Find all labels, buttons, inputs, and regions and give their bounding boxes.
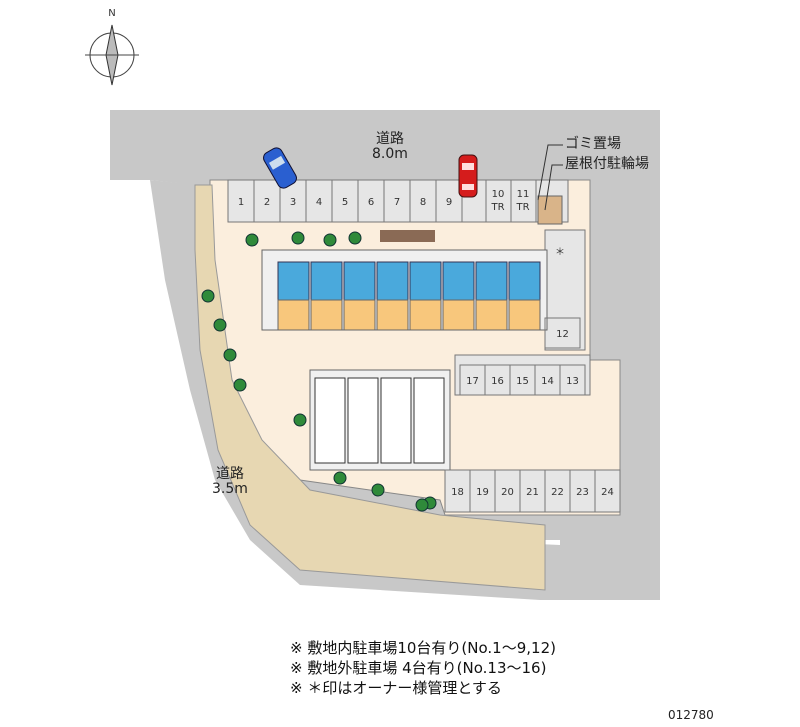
tree-icon xyxy=(233,378,247,392)
bicycle-shed xyxy=(380,230,435,242)
building-upper xyxy=(261,249,548,331)
parking-number: 15 xyxy=(516,376,529,387)
leader-garbage xyxy=(537,144,563,201)
parking-number: 1 xyxy=(238,197,244,208)
compass-icon: N xyxy=(85,8,139,86)
parking-number: 8 xyxy=(420,197,426,208)
tree-icon xyxy=(223,348,237,362)
unit-upper-balcony xyxy=(310,299,343,331)
parking-number: 4 xyxy=(316,197,322,208)
trunk-room-tag: TR xyxy=(490,202,504,213)
car-blue xyxy=(263,147,297,189)
unit-upper-balcony xyxy=(442,299,475,331)
tree-icon xyxy=(213,318,227,332)
parking-number: 17 xyxy=(466,376,479,387)
side-road-width: 3.5m xyxy=(212,481,248,498)
parking-number: 5 xyxy=(342,197,348,208)
parking-number: 7 xyxy=(394,197,400,208)
garbage-label: ゴミ置場 xyxy=(565,136,621,152)
parking-number: 20 xyxy=(501,487,514,498)
unit-upper-blue xyxy=(508,261,541,301)
parking-space xyxy=(435,179,463,223)
trunk-room xyxy=(510,179,537,223)
main-road-label: 道路 8.0m xyxy=(372,131,408,163)
unit-upper-balcony xyxy=(508,299,541,331)
parking-number: 23 xyxy=(576,487,589,498)
unit-lower xyxy=(314,377,346,464)
trees xyxy=(201,231,437,512)
parking-number: 19 xyxy=(476,487,489,498)
tree-icon xyxy=(201,289,215,303)
car-red xyxy=(458,154,478,198)
side-parking-area xyxy=(544,229,586,351)
leader-bicycle xyxy=(544,164,563,211)
parking-number: 16 xyxy=(491,376,504,387)
owner-mark: ＊ xyxy=(555,247,565,258)
note-1: ※ 敷地内駐車場10台有り(No.1～9,12) xyxy=(290,639,556,657)
unit-upper-balcony xyxy=(277,299,310,331)
tree-icon xyxy=(291,231,305,245)
tree-icon xyxy=(333,471,347,485)
unit-upper-blue xyxy=(376,261,409,301)
unit-lower xyxy=(380,377,412,464)
tree-icon xyxy=(415,498,429,512)
unit-lower xyxy=(413,377,445,464)
unit-upper-blue xyxy=(442,261,475,301)
unit-lower xyxy=(347,377,379,464)
unit-upper-balcony xyxy=(475,299,508,331)
unit-upper-balcony xyxy=(343,299,376,331)
unit-upper-blue xyxy=(277,261,310,301)
tree-icon xyxy=(245,233,259,247)
trunk-room-tag: TR xyxy=(515,202,529,213)
garbage-area xyxy=(537,195,563,225)
parking-number: 6 xyxy=(368,197,374,208)
parking-number: 14 xyxy=(541,376,554,387)
parking-number: 13 xyxy=(566,376,579,387)
unit-upper-blue xyxy=(475,261,508,301)
note-2: ※ 敷地外駐車場 4台有り(No.13～16) xyxy=(290,659,547,677)
unit-upper-blue xyxy=(409,261,442,301)
side-road-label: 道路 3.5m xyxy=(212,466,248,498)
property-code: 012780 xyxy=(668,708,714,722)
parking-number: 12 xyxy=(556,329,569,340)
parking-space xyxy=(594,469,621,513)
bicycle-shed-label: 屋根付駐輪場 xyxy=(565,156,649,172)
parking-number: 3 xyxy=(290,197,296,208)
note-3: ※ ＊印はオーナー様管理とする xyxy=(290,679,502,697)
tree-icon xyxy=(348,231,362,245)
parking-number: 24 xyxy=(601,487,614,498)
parking-number: 22 xyxy=(551,487,564,498)
walkway xyxy=(194,184,546,591)
unit-upper-balcony xyxy=(409,299,442,331)
unit-upper-balcony xyxy=(376,299,409,331)
tree-icon xyxy=(323,233,337,247)
parking-number: 2 xyxy=(264,197,270,208)
parking-space xyxy=(559,364,586,396)
middle-parking-area xyxy=(454,354,591,396)
building-lower xyxy=(309,369,451,471)
compass-north-label: N xyxy=(108,8,115,19)
unit-upper-blue xyxy=(343,261,376,301)
trunk-room-number: 10 xyxy=(492,189,505,200)
parking-number: 18 xyxy=(451,487,464,498)
parking-number: 9 xyxy=(446,197,452,208)
unit-upper-blue xyxy=(310,261,343,301)
parking-space xyxy=(544,317,581,349)
trunk-room-number: 11 xyxy=(517,189,530,200)
main-road-width: 8.0m xyxy=(372,146,408,163)
notes: ※ 敷地内駐車場10台有り(No.1～9,12) ※ 敷地外駐車場 4台有り(N… xyxy=(290,638,556,698)
side-road-name: 道路 xyxy=(215,466,244,482)
main-road-name: 道路 xyxy=(375,131,404,147)
parking-number: 21 xyxy=(526,487,539,498)
tree-icon xyxy=(293,413,307,427)
tree-icon xyxy=(371,483,385,497)
